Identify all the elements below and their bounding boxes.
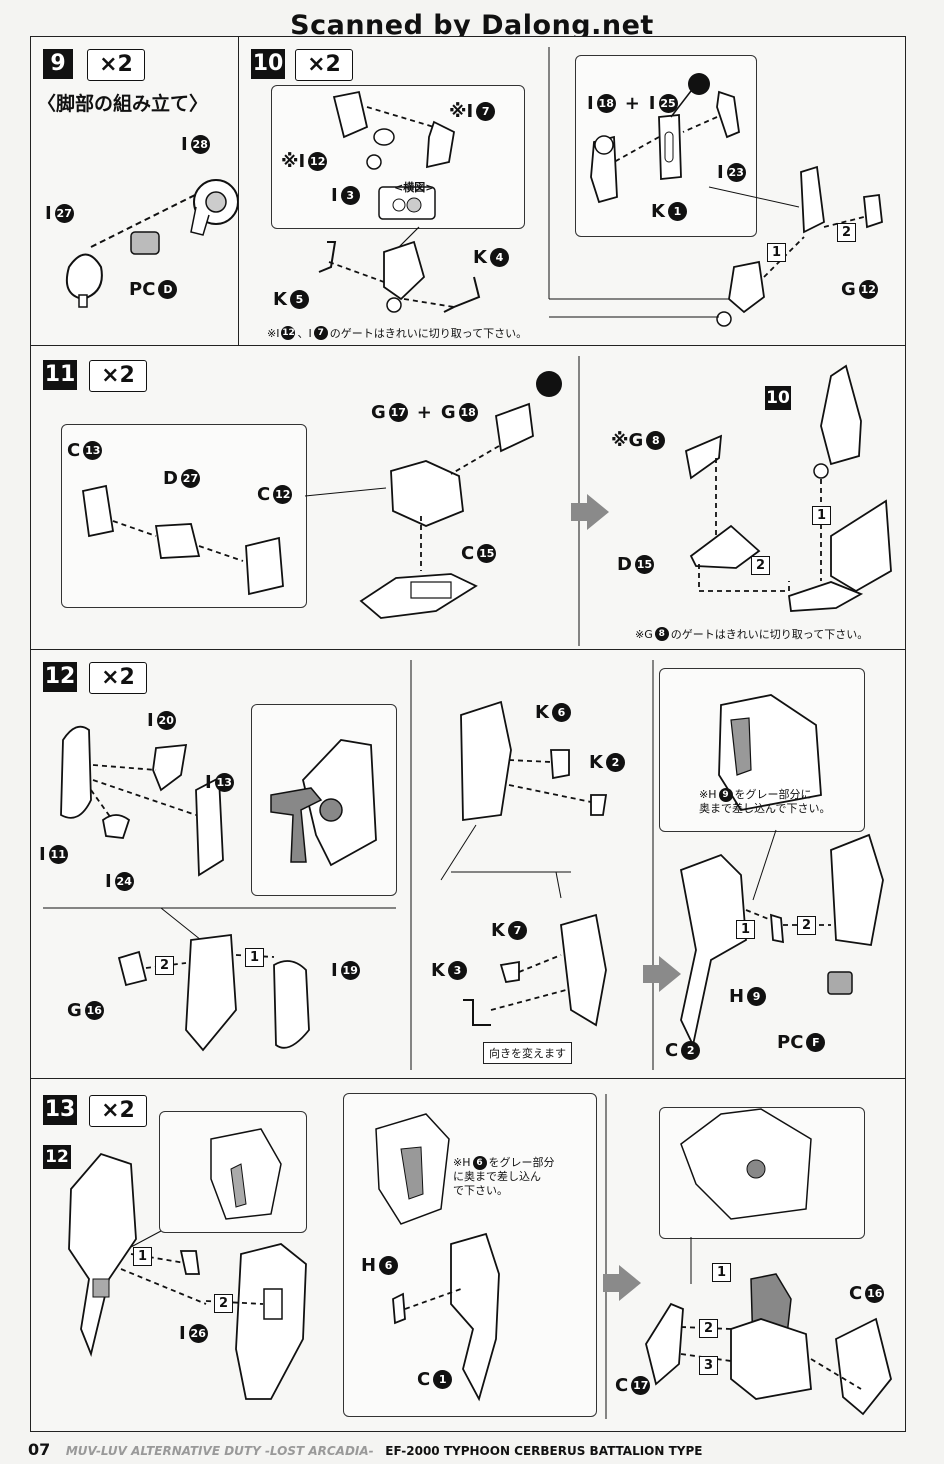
section-title: 〈脚部の組み立て〉 [37, 93, 209, 115]
order-marker-2: 2 [837, 223, 856, 242]
step-10-diagram [318, 47, 883, 327]
reference-step-10: 10 [765, 386, 791, 410]
reference-step-12: 12 [43, 1145, 71, 1169]
step-12-diagram [43, 660, 884, 1070]
step-9-diagram [65, 179, 239, 308]
page-number: 07 [28, 1440, 51, 1459]
side-view-label: <横図> [394, 181, 435, 194]
flow-arrow [603, 1265, 641, 1301]
orientation-note: 向きを変えます [483, 1042, 572, 1064]
order-marker-3: 3 [699, 1356, 718, 1375]
step-13-diagram [68, 1094, 892, 1419]
quantity-badge: ×2 [87, 49, 145, 81]
order-marker-1: 1 [712, 1263, 731, 1282]
step-number: 11 [43, 360, 77, 390]
order-marker-1: 1 [767, 243, 786, 262]
step-number: 12 [43, 662, 77, 692]
order-marker-2: 2 [797, 916, 816, 935]
page-footer: 07 MUV-LUV ALTERNATIVE DUTY -LOST ARCADI… [28, 1440, 702, 1459]
order-marker-2: 2 [699, 1319, 718, 1338]
series-subtitle: MUV-LUV ALTERNATIVE DUTY -LOST ARCADIA- [65, 1444, 374, 1458]
kit-title: EF-2000 TYPHOON CERBERUS BATTALION TYPE [385, 1444, 703, 1458]
order-marker-1: 1 [245, 948, 264, 967]
order-marker-1: 1 [133, 1247, 152, 1266]
step-number: 10 [251, 49, 285, 79]
step-12-panel: 12 ×2 [30, 649, 906, 1079]
flow-arrow [643, 956, 681, 992]
quantity-badge: ×2 [89, 662, 147, 694]
quantity-badge: ×2 [89, 1095, 147, 1127]
step-10-panel: 10 ×2 [238, 36, 906, 346]
step-11-diagram [81, 356, 892, 646]
quantity-badge: ×2 [295, 49, 353, 81]
order-marker-1: 1 [812, 506, 831, 525]
step-number: 9 [43, 49, 73, 79]
order-marker-2: 2 [214, 1294, 233, 1313]
order-marker-2: 2 [751, 556, 770, 575]
quantity-badge: ×2 [89, 360, 147, 392]
order-marker-1: 1 [736, 920, 755, 939]
order-marker-2: 2 [155, 956, 174, 975]
step-number: 13 [43, 1095, 77, 1125]
scanner-watermark: Scanned by Dalong.net [290, 10, 654, 41]
flow-arrow [571, 494, 609, 530]
